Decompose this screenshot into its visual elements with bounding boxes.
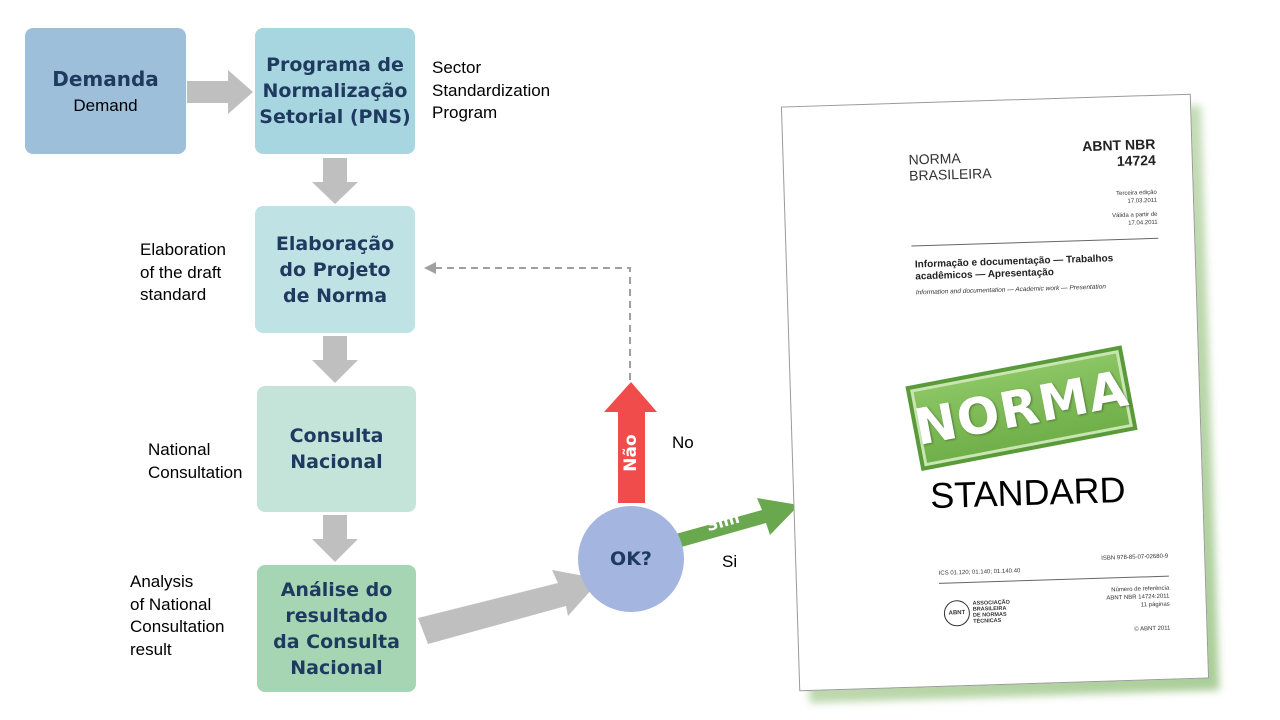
arrow-nao — [604, 382, 657, 503]
no-label: No — [672, 433, 694, 452]
norma-stamp-text: NORMA — [909, 359, 1134, 457]
doc-copyright: © ABNT 2011 — [1134, 625, 1171, 633]
doc-isbn: ISBN 978-85-07-02680-9 — [1101, 553, 1169, 562]
box-consulta-line2: Nacional — [290, 451, 383, 473]
box-elaboracao-line3: de Norma — [282, 284, 388, 307]
si-label: Si — [722, 552, 738, 571]
box-consulta-line1: Consulta — [289, 425, 384, 447]
doc-norma: NORMA — [908, 149, 961, 168]
side-label-analise-line1: Analysis — [130, 572, 194, 591]
doc-ref-line3: 11 páginas — [1140, 601, 1170, 609]
box-pns-line2: Normalização — [262, 80, 408, 102]
arrow-demanda-to-pns — [187, 70, 253, 114]
doc-ics: ICS 01.120; 01.140; 01.140.40 — [938, 568, 1021, 577]
side-label-elaboracao-line1: Elaboration — [140, 240, 227, 259]
doc-divider-top — [911, 237, 1159, 247]
feedback-arrowhead — [424, 262, 436, 274]
doc-ref-line1: Número de referência — [1111, 585, 1170, 594]
arrow-elaboracao-to-consulta — [312, 336, 358, 383]
box-elaboracao-line1: Elaboração — [275, 232, 395, 255]
box-demanda: Demanda Demand — [25, 28, 186, 154]
side-label-pns-line2: Standardization — [432, 80, 551, 100]
side-label-elaboracao-line2: of the draft — [140, 262, 222, 282]
box-demanda-title: Demanda — [52, 67, 159, 91]
box-demanda-subtitle: Demand — [73, 96, 138, 115]
doc-valid-line2: 17.04.2011 — [1128, 219, 1158, 227]
feedback-dashed-line — [432, 267, 631, 380]
norma-stamp: NORMA — [905, 345, 1138, 472]
doc-standard: STANDARD — [929, 468, 1127, 517]
side-label-analise-line4: result — [130, 639, 172, 659]
box-pns-line3: Setorial (PNS) — [259, 106, 411, 128]
doc-title-en: Information and documentation — Academic… — [915, 283, 1107, 297]
document-page: NORMA BRASILEIRA ABNT NBR 14724 Terceira… — [780, 93, 1210, 692]
side-label-analise-line2: of National — [130, 594, 212, 614]
doc-assoc-line4: TÉCNICAS — [973, 617, 1002, 625]
decision-label: OK? — [610, 548, 652, 570]
doc-edition-line1: Terceira edição — [1116, 189, 1157, 198]
side-label-consulta-line1: National — [148, 440, 211, 459]
doc-valid-line1: Válida a partir de — [1112, 211, 1158, 220]
doc-edition-line2: 17.03.2011 — [1127, 197, 1158, 205]
abnt-logo-icon: ABNT — [943, 599, 971, 627]
side-label-pns: Sector Standardization Program — [432, 57, 550, 125]
standard-document: NORMA BRASILEIRA ABNT NBR 14724 Terceira… — [780, 93, 1220, 703]
side-label-analise: Analysis of National Consultation result — [130, 571, 225, 661]
side-label-analise-line3: Consultation — [130, 617, 225, 636]
side-label-consulta-line2: Consultation — [148, 462, 243, 482]
box-pns-line1: Programa de — [266, 54, 404, 76]
doc-divider-bottom — [938, 575, 1169, 584]
side-label-elaboracao-line3: standard — [140, 285, 207, 304]
box-analise-line2: resultado — [285, 604, 388, 627]
doc-assoc: ASSOCIAÇÃO BRASILEIRA DE NORMAS TÉCNICAS — [973, 600, 1011, 625]
arrow-analise-to-ok — [418, 570, 601, 644]
doc-code-line2: 14724 — [1116, 151, 1157, 170]
side-label-pns-line1: Sector — [432, 58, 482, 77]
box-consulta: Consulta Nacional — [257, 386, 416, 512]
box-analise-line1: Análise do — [280, 578, 393, 601]
box-analise-line4: Nacional — [290, 656, 383, 679]
box-analise-line3: da Consulta — [273, 630, 400, 653]
arrow-sim — [672, 498, 799, 548]
box-elaboracao: Elaboração do Projeto de Norma — [255, 206, 415, 333]
decision-circle — [578, 506, 684, 612]
doc-brasileira: BRASILEIRA — [908, 165, 992, 184]
doc-ref-line2: ABNT NBR 14724:2011 — [1106, 593, 1170, 602]
arrow-pns-to-elaboracao — [312, 158, 358, 204]
side-label-consulta: National Consultation — [148, 439, 243, 484]
abnt-logo-text: ABNT — [948, 610, 966, 617]
box-pns: Programa de Normalização Setorial (PNS) — [255, 28, 415, 154]
arrow-consulta-to-analise — [312, 515, 358, 562]
box-elaboracao-line2: do Projeto — [279, 258, 391, 281]
box-analise: Análise do resultado da Consulta Naciona… — [257, 565, 416, 692]
nao-label: Não — [621, 434, 641, 472]
side-label-elaboracao: Elaboration of the draft standard — [140, 239, 226, 307]
side-label-pns-line3: Program — [432, 103, 498, 122]
